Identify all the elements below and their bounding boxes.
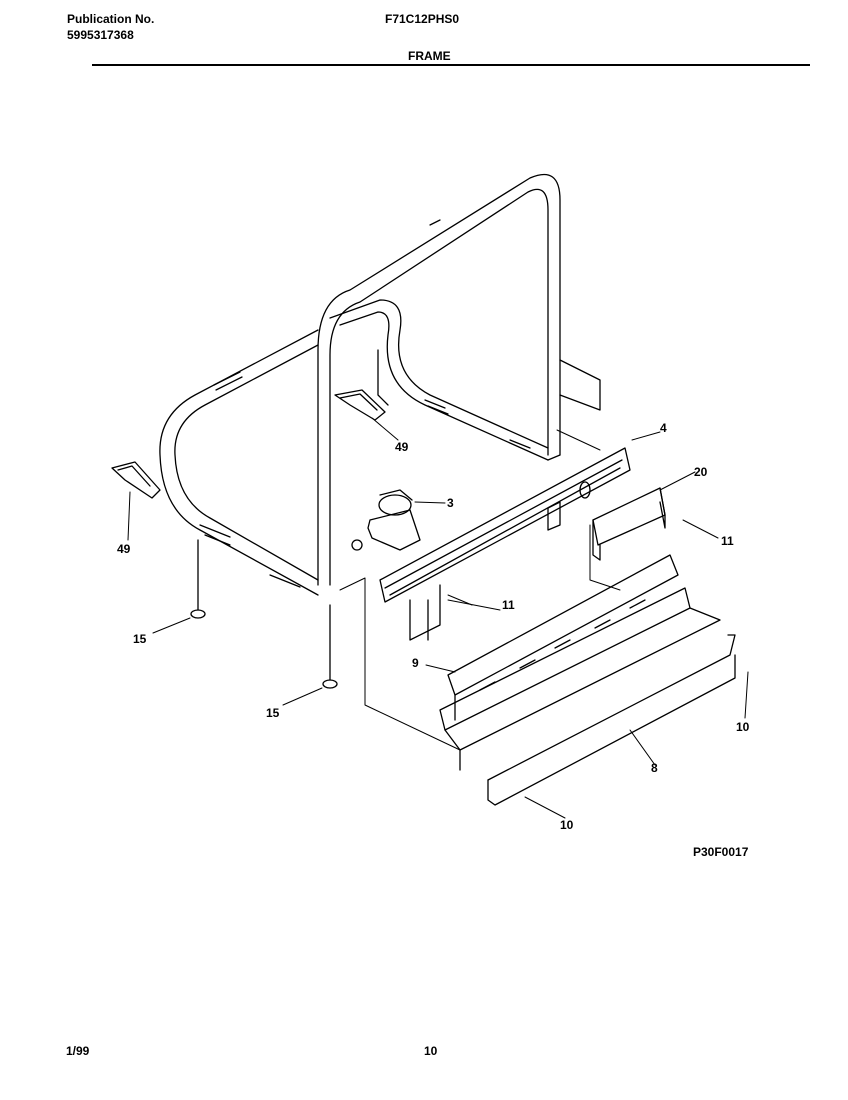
callout-11-module: 11 — [721, 534, 734, 548]
mount-brackets — [409, 501, 561, 641]
callout-11-rail: 11 — [502, 598, 515, 612]
callout-labels: 4 20 3 49 49 11 11 11 15 15 9 10 10 8 — [117, 421, 750, 832]
toe-kick-panel — [447, 554, 679, 721]
leveling-bracket-rear — [334, 349, 389, 421]
callout-8: 8 — [651, 761, 658, 775]
module-box — [592, 487, 666, 561]
front-rail — [379, 447, 631, 603]
callout-leaders — [127, 417, 749, 819]
assembly-guide-lines — [339, 429, 621, 751]
callout-15-front: 15 — [266, 706, 280, 720]
figure-code: P30F0017 — [693, 845, 749, 859]
callout-9: 9 — [412, 656, 419, 670]
leveling-bracket-left — [111, 461, 161, 499]
callout-20: 20 — [694, 465, 708, 479]
callout-15-left: 15 — [133, 632, 147, 646]
publication-label: Publication No. — [67, 12, 155, 26]
publication-number: 5995317368 — [67, 28, 134, 42]
header-rule — [92, 64, 810, 66]
model-number: F71C12PHS0 — [385, 12, 460, 26]
leveling-legs — [190, 539, 338, 689]
callout-49-rear: 49 — [395, 440, 409, 454]
footer-date-code: 1/99 — [66, 1044, 90, 1058]
section-title: FRAME — [408, 49, 451, 63]
callout-10-bottom: 10 — [560, 818, 574, 832]
access-panel — [439, 587, 736, 806]
tub-frame — [159, 173, 601, 596]
callout-4: 4 — [660, 421, 667, 435]
footer-page-number: 10 — [424, 1044, 438, 1058]
callout-49-left: 49 — [117, 542, 131, 556]
callout-10-right: 10 — [736, 720, 750, 734]
inlet-valve — [351, 489, 421, 551]
callout-3: 3 — [447, 496, 454, 510]
